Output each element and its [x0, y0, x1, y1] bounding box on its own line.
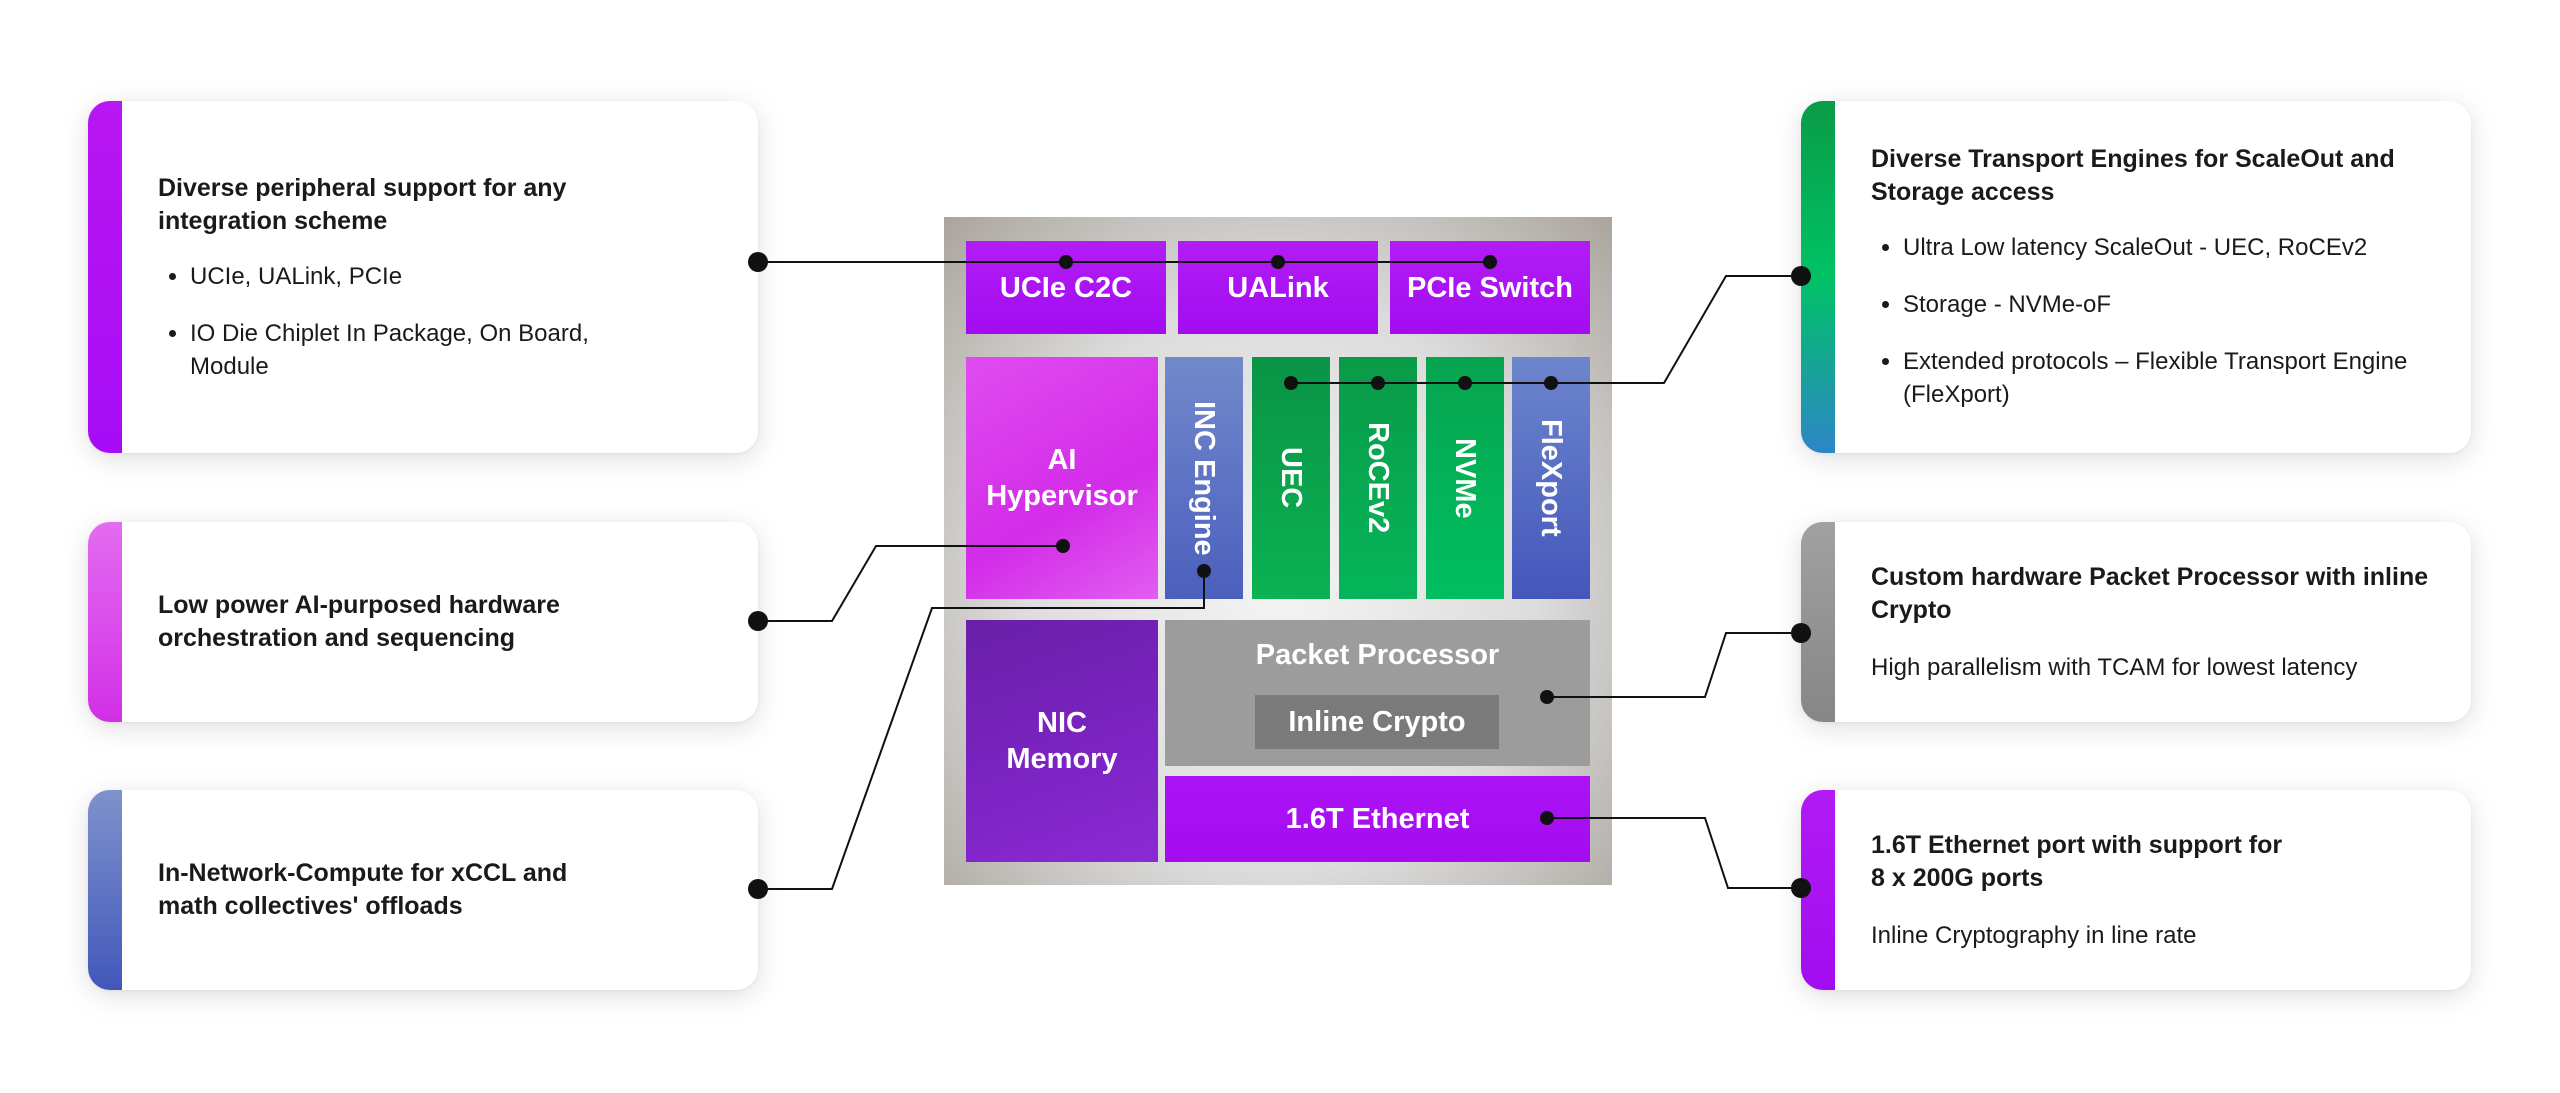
- card-description: High parallelism with TCAM for lowest la…: [1871, 653, 2358, 681]
- card-transport-engines: Diverse Transport Engines for ScaleOut a…: [1801, 101, 2471, 453]
- card-title: Diverse Transport Engines for ScaleOut a…: [1871, 145, 2395, 206]
- list-item: UCIe, UALink, PCIe: [190, 260, 620, 293]
- block-uec: UEC: [1252, 357, 1330, 599]
- connector-inc: [758, 571, 1205, 890]
- connector-transport: [1291, 275, 1801, 384]
- connector-endpoint: [748, 252, 768, 272]
- card-bullet-list: Ultra Low latency ScaleOut - UEC, RoCEv2…: [1871, 231, 2441, 411]
- connector-endpoint: [1791, 266, 1811, 286]
- block-flexport: FleXport: [1512, 357, 1590, 599]
- list-item: Extended protocols – Flexible Transport …: [1903, 345, 2441, 411]
- connector-packet: [1547, 632, 1801, 698]
- card-peripheral-support: Diverse peripheral support for any integ…: [88, 101, 758, 453]
- card-description: Inline Cryptography in line rate: [1871, 921, 2197, 949]
- card-title: Low power AI-purposed hardware orchestra…: [158, 591, 560, 652]
- card-accent-stripe: [88, 790, 122, 990]
- connector-orchestration: [758, 545, 1063, 622]
- card-accent-stripe: [88, 101, 122, 453]
- connector-node: [1458, 376, 1472, 390]
- card-accent-stripe: [1801, 522, 1835, 722]
- list-item: Ultra Low latency ScaleOut - UEC, RoCEv2: [1903, 231, 2441, 264]
- block-nic-memory: NIC Memory: [966, 620, 1158, 862]
- connector-node: [1483, 255, 1497, 269]
- block-inline-crypto: Inline Crypto: [1255, 695, 1499, 749]
- connector-endpoint: [748, 611, 768, 631]
- card-orchestration: Low power AI-purposed hardware orchestra…: [88, 522, 758, 722]
- block-rocev2: RoCEv2: [1339, 357, 1417, 599]
- connector-node: [1056, 539, 1070, 553]
- card-bullet-list: UCIe, UALink, PCIe IO Die Chiplet In Pac…: [158, 260, 620, 383]
- connector-endpoint: [748, 879, 768, 899]
- card-title: Diverse peripheral support for any integ…: [158, 173, 567, 235]
- connector-endpoint: [1791, 878, 1811, 898]
- packet-processor-label: Packet Processor: [1255, 639, 1500, 671]
- connector-node: [1059, 255, 1073, 269]
- card-title: 1.6T Ethernet port with support for 8 x …: [1871, 830, 2283, 892]
- block-ethernet-1-6t: 1.6T Ethernet: [1165, 776, 1590, 862]
- card-accent-stripe: [88, 522, 122, 722]
- connector-node: [1540, 811, 1554, 825]
- connector-node: [1540, 690, 1554, 704]
- card-title: Custom hardware Packet Processor with in…: [1871, 562, 2429, 624]
- connector-endpoint: [1791, 623, 1811, 643]
- nic-chip-diagram: UCIe C2C UALink PCIe Switch AI Hyperviso…: [944, 217, 1612, 885]
- card-title: In-Network-Compute for xCCL and math col…: [158, 859, 568, 920]
- block-nvme: NVMe: [1426, 357, 1504, 599]
- block-ai-hypervisor: AI Hypervisor: [966, 357, 1158, 599]
- connector-node: [1271, 255, 1285, 269]
- card-in-network-compute: In-Network-Compute for xCCL and math col…: [88, 790, 758, 990]
- connector-node: [1197, 564, 1211, 578]
- card-ethernet-port: 1.6T Ethernet port with support for 8 x …: [1801, 790, 2471, 990]
- block-inc-engine: INC Engine: [1165, 357, 1243, 599]
- connector-node: [1371, 376, 1385, 390]
- list-item: IO Die Chiplet In Package, On Board, Mod…: [190, 317, 620, 383]
- card-packet-processor: Custom hardware Packet Processor with in…: [1801, 522, 2471, 722]
- connector-node: [1544, 376, 1558, 390]
- connector-node: [1284, 376, 1298, 390]
- list-item: Storage - NVMe-oF: [1903, 288, 2441, 321]
- connector-ethernet: [1547, 817, 1801, 889]
